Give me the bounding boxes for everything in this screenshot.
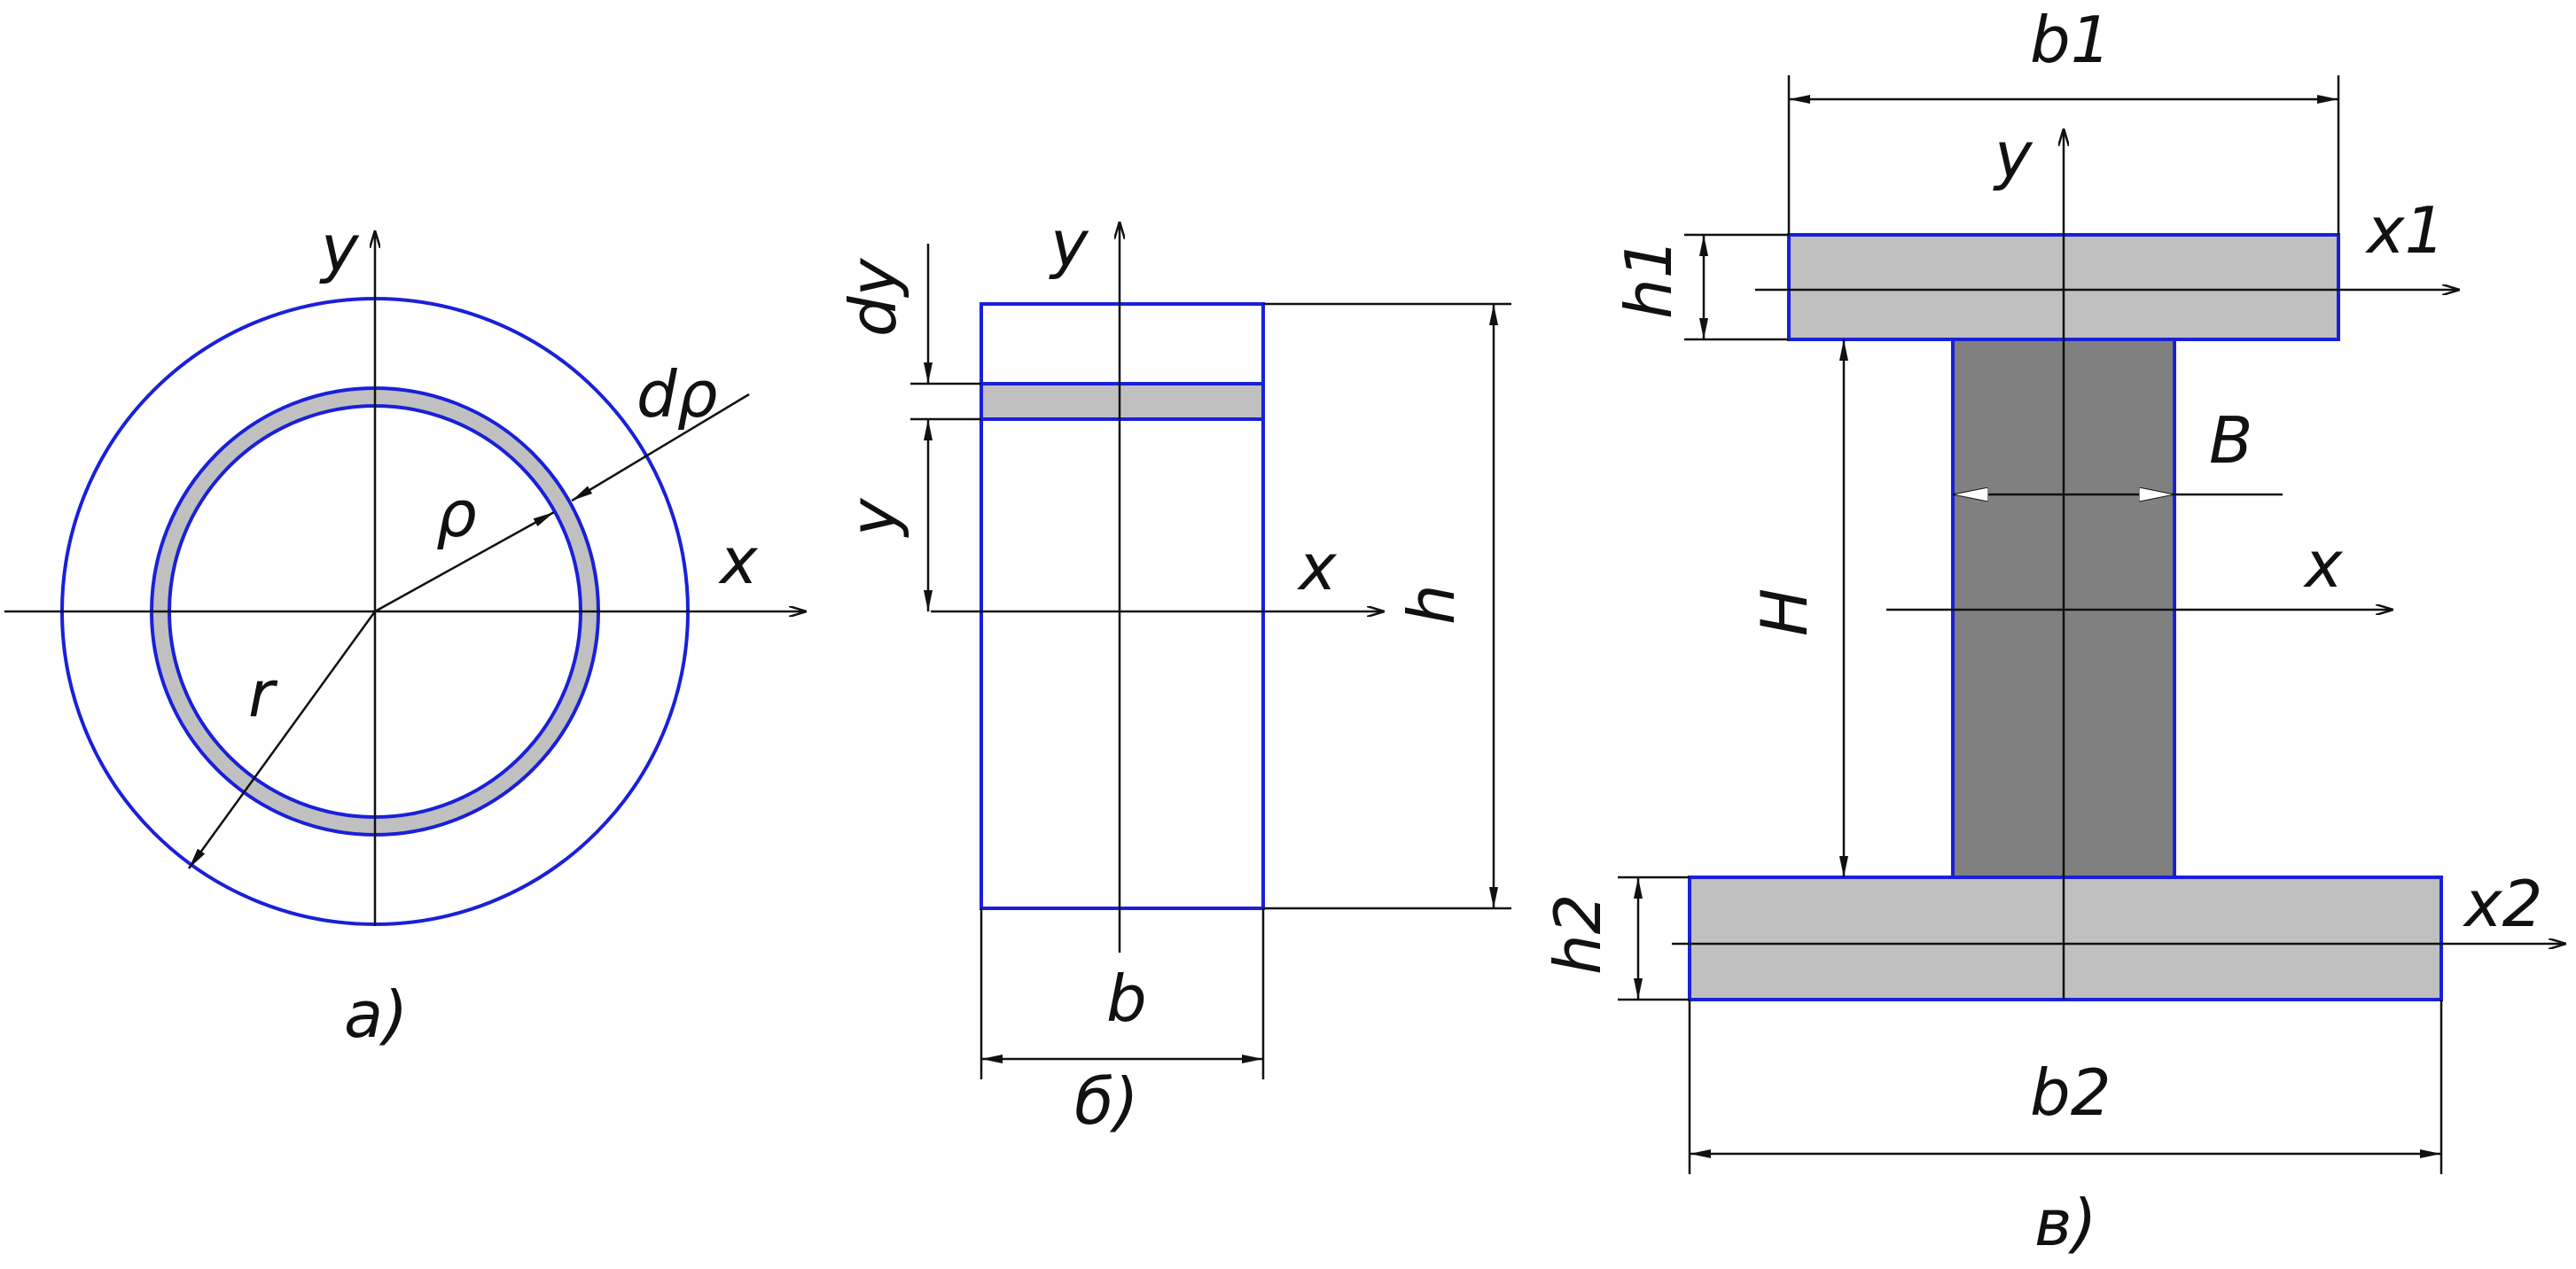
fig-b-b-label: b [1106, 961, 1147, 1036]
figure-c-i-section: b1 y x1 h1 B x H h2 x2 b2 в) [1541, 3, 2566, 1260]
fig-c-x-axis-label: x [2303, 527, 2344, 602]
fig-b-y-axis-label: y [1049, 206, 1089, 281]
fig-c-h1-label: h1 [1612, 238, 1686, 319]
fig-c-web-width-label: B [2209, 403, 2252, 478]
fig-c-caption: в) [2034, 1186, 2097, 1260]
fig-c-web-height-label: H [1747, 588, 1822, 636]
bottom-flange [1688, 876, 2443, 1001]
fig-c-b1-label: b1 [2030, 3, 2112, 77]
fig-c-h2-label: h2 [1541, 894, 1615, 975]
figure-b-rectangle-section: dy y y x h b б) [836, 206, 1511, 1139]
fig-b-caption: б) [1074, 1064, 1139, 1139]
fig-b-y-dim-label: y [836, 497, 910, 538]
fig-a-y-label: y [319, 211, 360, 285]
fig-b-dy-label: dy [836, 257, 910, 337]
fig-c-x1-label: x1 [2365, 193, 2445, 268]
rho-radius-line [374, 510, 555, 613]
fig-c-b2-label: b2 [2030, 1055, 2112, 1130]
fig-c-x2-label: x2 [2463, 867, 2542, 941]
fig-a-r-label: r [248, 657, 278, 731]
r-radius-line [187, 611, 377, 869]
fig-b-x-axis-label: x [1297, 530, 1338, 604]
strip-element [980, 382, 1265, 421]
fig-b-h-label: h [1394, 584, 1469, 625]
fig-c-y-axis-label: y [1993, 118, 2033, 192]
d-rho-leader-line [571, 393, 750, 502]
figure-a-ring-section: y x ρ dρ r a) [4, 211, 807, 1052]
fig-a-caption: a) [344, 977, 408, 1052]
fig-a-d-rho-label: dρ [636, 357, 717, 432]
fig-a-x-label: x [718, 524, 759, 598]
fig-a-rho-label: ρ [436, 477, 477, 551]
